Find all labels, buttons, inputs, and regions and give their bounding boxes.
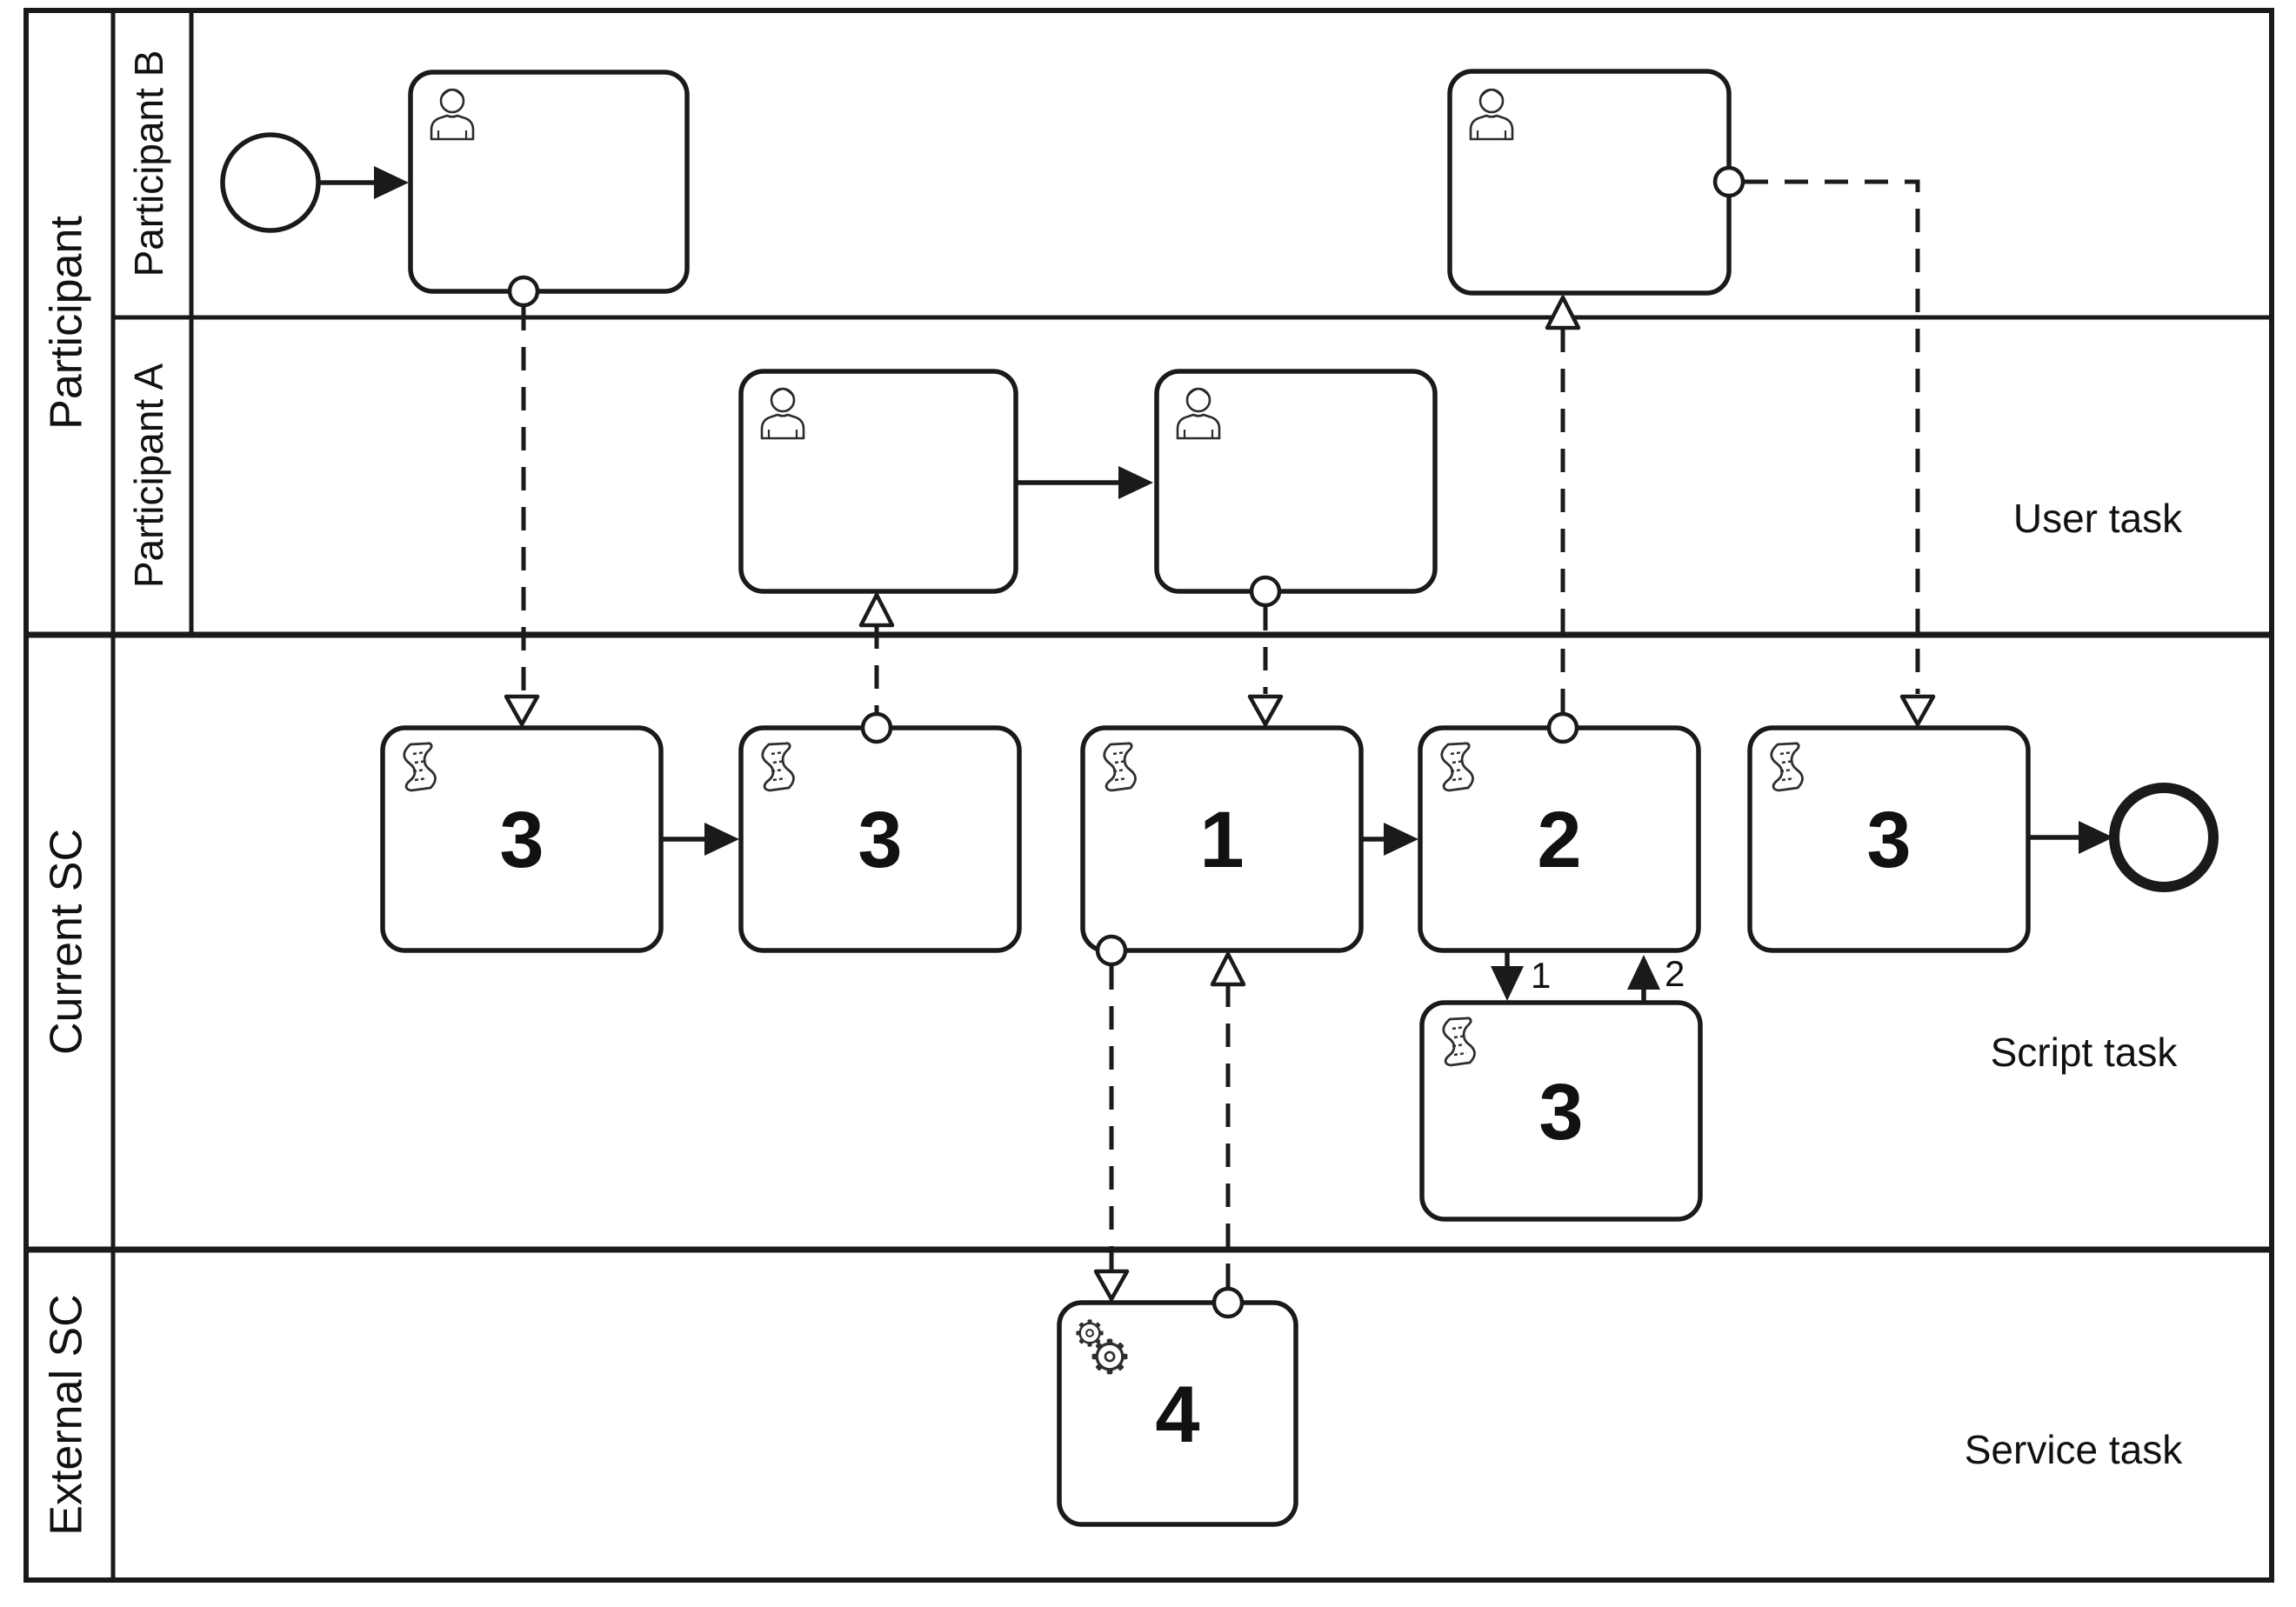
arrowhead xyxy=(1118,466,1153,499)
message-anchor-circle xyxy=(1712,165,1745,198)
user-task-1 xyxy=(408,70,690,308)
script-task-5: 3 xyxy=(1747,694,2031,953)
edge-label-call: 1 xyxy=(1531,955,1551,996)
legend-user-task: User task xyxy=(2013,496,2183,541)
message-catch-triangle xyxy=(504,694,540,727)
message-anchor-circle xyxy=(1095,934,1128,967)
message-flow-u4-to-s5 xyxy=(1745,179,1920,694)
message-anchor-circle xyxy=(860,711,893,744)
task-label: 3 xyxy=(1866,796,1911,884)
lane-participant-b-label: Participant B xyxy=(126,50,171,277)
edge-label-return: 2 xyxy=(1665,953,1685,994)
script-task-1: 3 xyxy=(380,694,664,953)
message-catch-triangle xyxy=(1093,1269,1130,1302)
task-label: 3 xyxy=(1538,1068,1583,1157)
arrowhead xyxy=(1384,823,1418,856)
service-task: 4 xyxy=(1057,1269,1298,1527)
pool-participant-label: Participant xyxy=(42,216,92,430)
legend-script-task: Script task xyxy=(1991,1030,2179,1075)
task-label: 1 xyxy=(1199,796,1244,884)
arrowhead xyxy=(374,166,409,199)
legend: User task Script task Service task xyxy=(1965,496,2184,1472)
pool-outer-border xyxy=(23,8,2274,1583)
script-task-sub: 3 xyxy=(1419,1000,1703,1222)
message-catch-triangle xyxy=(1899,694,1936,727)
arrowhead xyxy=(1627,955,1660,990)
pool-current-sc-label: Current SC xyxy=(42,829,92,1055)
script-task-2: 3 xyxy=(738,711,1022,953)
message-catch-triangle xyxy=(858,592,895,628)
lane-participant-a-label: Participant A xyxy=(126,363,171,589)
arrowhead xyxy=(704,823,739,856)
arrowhead xyxy=(1491,966,1524,1001)
sequence-flows: 1 2 xyxy=(318,166,2113,1003)
script-task-4: 2 xyxy=(1418,711,1701,953)
pool-external-sc-label: External SC xyxy=(42,1294,92,1535)
message-flows xyxy=(521,179,1920,1287)
start-event xyxy=(220,132,321,233)
end-event xyxy=(2109,783,2219,892)
task-label: 3 xyxy=(499,796,544,884)
message-anchor-circle xyxy=(1249,575,1282,608)
task-label: 3 xyxy=(858,796,902,884)
arrowhead xyxy=(2079,821,2113,854)
user-task-2 xyxy=(738,369,1018,628)
task-label: 2 xyxy=(1537,796,1581,884)
message-catch-triangle xyxy=(1247,694,1284,727)
user-task-4 xyxy=(1447,69,1745,330)
message-catch-triangle xyxy=(1210,951,1246,987)
message-anchor-circle xyxy=(507,275,540,308)
message-anchor-circle xyxy=(1211,1286,1245,1319)
legend-service-task: Service task xyxy=(1965,1427,2184,1472)
pool-structure: Participant Participant B Participant A … xyxy=(23,8,2274,1583)
script-task-3: 1 xyxy=(1080,694,1364,987)
task-label: 4 xyxy=(1155,1370,1199,1459)
user-task-3 xyxy=(1154,369,1438,608)
message-catch-triangle xyxy=(1545,295,1581,330)
message-anchor-circle xyxy=(1546,711,1579,744)
